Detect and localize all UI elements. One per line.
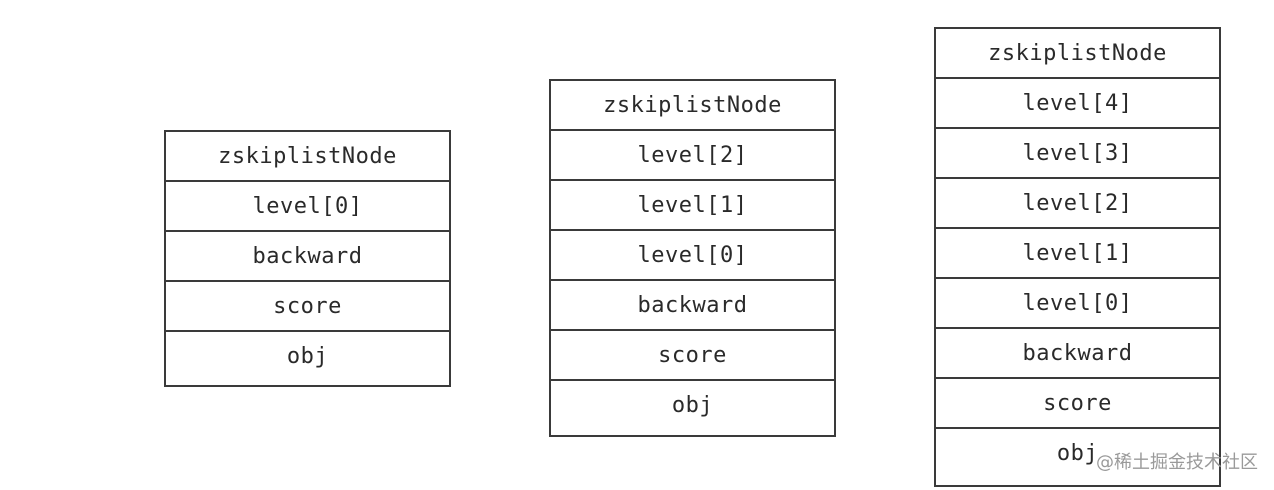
skiplist-node-level-3: zskiplistNode level[2] level[1] level[0]… bbox=[549, 79, 836, 437]
node-title: zskiplistNode bbox=[603, 92, 782, 118]
node-field-obj: obj bbox=[166, 330, 449, 380]
node-field-level-1: level[1] bbox=[936, 227, 1219, 277]
node-title: zskiplistNode bbox=[988, 40, 1167, 66]
watermark: @稀土掘金技术社区 bbox=[1096, 452, 1258, 473]
node-field-score: score bbox=[166, 280, 449, 330]
node-field-level-2: level[2] bbox=[551, 129, 834, 179]
node-title: zskiplistNode bbox=[218, 143, 397, 169]
node-field-level-3: level[3] bbox=[936, 127, 1219, 177]
node-field-level-4: level[4] bbox=[936, 77, 1219, 127]
node-field-backward: backward bbox=[936, 327, 1219, 377]
skiplist-node-level-1: zskiplistNode level[0] backward score ob… bbox=[164, 130, 451, 387]
node-field-level-2: level[2] bbox=[936, 177, 1219, 227]
node-field-score: score bbox=[936, 377, 1219, 427]
node-field-level-0: level[0] bbox=[551, 229, 834, 279]
node-field-level-0: level[0] bbox=[936, 277, 1219, 327]
skiplist-node-level-5: zskiplistNode level[4] level[3] level[2]… bbox=[934, 27, 1221, 487]
node-field-obj: obj bbox=[551, 379, 834, 429]
node-field-score: score bbox=[551, 329, 834, 379]
node-field-obj: obj bbox=[936, 427, 1219, 477]
node-field-backward: backward bbox=[166, 230, 449, 280]
node-field-backward: backward bbox=[551, 279, 834, 329]
node-field-level-1: level[1] bbox=[551, 179, 834, 229]
node-field-level-0: level[0] bbox=[166, 180, 449, 230]
